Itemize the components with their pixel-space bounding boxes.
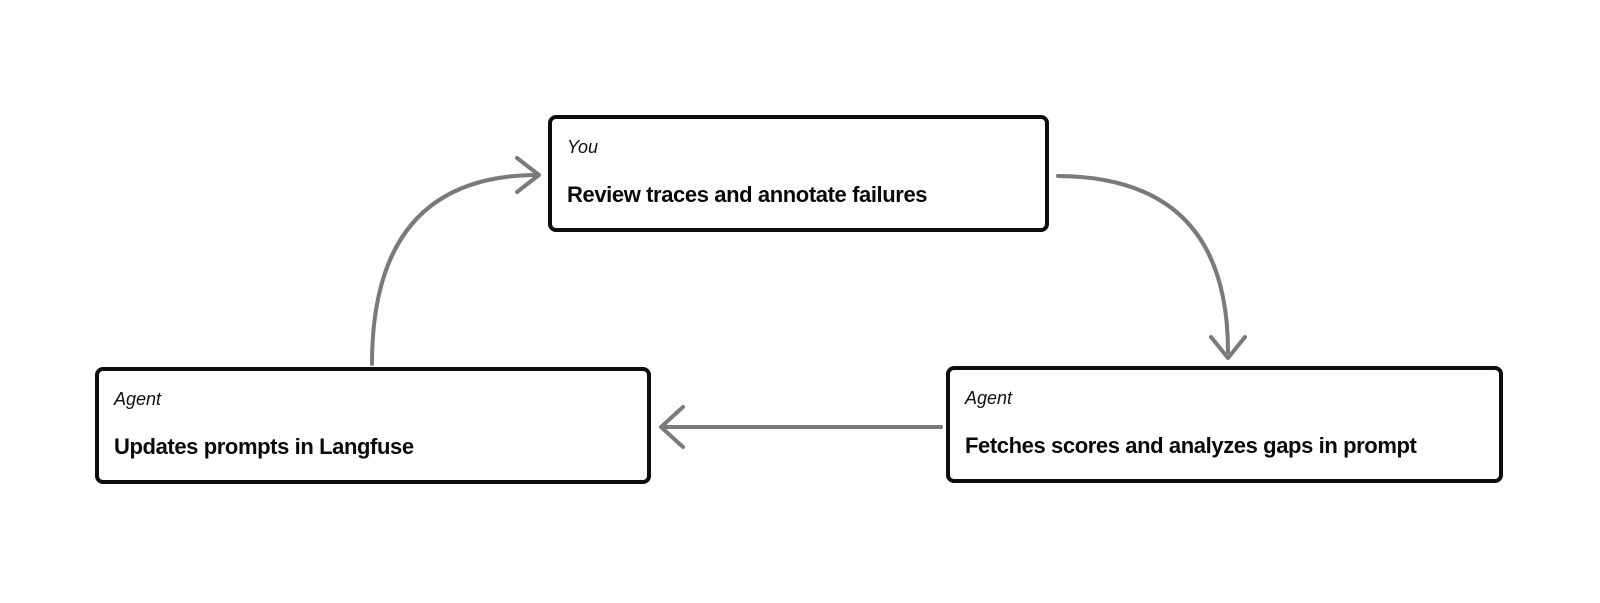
- node-title: Updates prompts in Langfuse: [114, 433, 414, 459]
- node-review-traces: You Review traces and annotate failures: [548, 115, 1049, 232]
- arrow-shaft: [1056, 174, 1230, 354]
- node-title: Fetches scores and analyzes gaps in prom…: [965, 432, 1417, 458]
- arrow-review-to-fetch: [1056, 174, 1247, 360]
- node-updates-prompts: Agent Updates prompts in Langfuse: [95, 367, 651, 484]
- node-title: Review traces and annotate failures: [567, 181, 928, 207]
- arrowhead-down-icon: [1209, 335, 1247, 360]
- node-role-label: You: [567, 137, 599, 157]
- node-fetches-scores: Agent Fetches scores and analyzes gaps i…: [946, 366, 1503, 483]
- node-role-label: Agent: [114, 389, 162, 409]
- arrowhead-left-icon: [659, 405, 685, 449]
- arrow-shaft: [370, 173, 538, 366]
- arrow-fetch-to-update: [659, 405, 943, 449]
- node-role-label: Agent: [965, 388, 1013, 408]
- arrow-update-to-review: [370, 156, 541, 366]
- arrowhead-right-icon: [515, 156, 541, 194]
